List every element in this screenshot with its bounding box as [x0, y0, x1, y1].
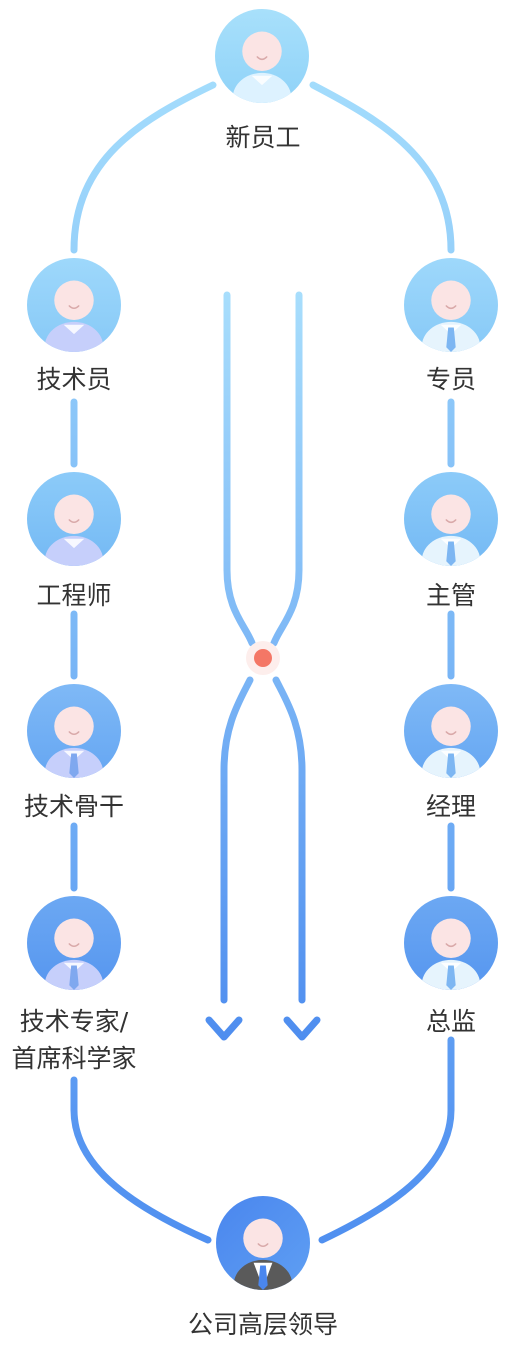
person-icon [421, 280, 481, 352]
tech-node-4 [27, 896, 121, 990]
person-icon [233, 1218, 293, 1290]
node-label-senior-leadership: 公司高层领导 [188, 1310, 338, 1339]
right-arrow-icon [283, 1016, 321, 1041]
mgmt-node-label-2: 主管 [426, 581, 476, 610]
crossover-paths [205, 291, 321, 1041]
bottom-right-curve [318, 1036, 455, 1244]
node-senior-leadership [216, 1196, 310, 1290]
mgmt-node-label-4: 总监 [426, 1007, 476, 1036]
mgmt-node-1 [404, 258, 498, 352]
right-down-path [272, 676, 306, 1004]
person-icon [232, 31, 292, 103]
bottom-left-curve [70, 1076, 212, 1244]
left-down-path [220, 676, 254, 1004]
person-icon [44, 918, 104, 990]
tech-node-label-4-line-2: 首席科学家 [11, 1044, 136, 1073]
mgmt-node-4 [404, 896, 498, 990]
left-arrow-icon [205, 1016, 243, 1041]
mgmt-node-2 [404, 472, 498, 566]
top-left-curve [70, 81, 217, 254]
tech-node-2 [27, 472, 121, 566]
tech-node-label-2: 工程师 [36, 581, 111, 610]
top-right-curve [309, 81, 455, 254]
tech-node-3 [27, 684, 121, 778]
node-label-new-employee: 新员工 [225, 123, 300, 152]
mgmt-node-3 [404, 684, 498, 778]
tech-node-label-4-line-1: 技术专家/ [20, 1007, 129, 1036]
mgmt-node-label-1: 专员 [426, 365, 476, 394]
connector-lines [70, 81, 455, 1244]
node-new-employee [215, 9, 309, 103]
person-icon [44, 280, 104, 352]
person-icon [421, 494, 481, 566]
person-icon [44, 494, 104, 566]
tech-node-1 [27, 258, 121, 352]
left-center-path [223, 291, 256, 647]
person-icon [421, 706, 481, 778]
right-center-path [270, 291, 303, 647]
person-icon [421, 918, 481, 990]
tech-node-label-1: 技术员 [36, 365, 111, 394]
crossover-dot-icon [254, 649, 272, 667]
tech-node-label-3: 技术骨干 [24, 792, 124, 821]
mgmt-node-label-3: 经理 [426, 792, 476, 821]
person-icon [44, 706, 104, 778]
